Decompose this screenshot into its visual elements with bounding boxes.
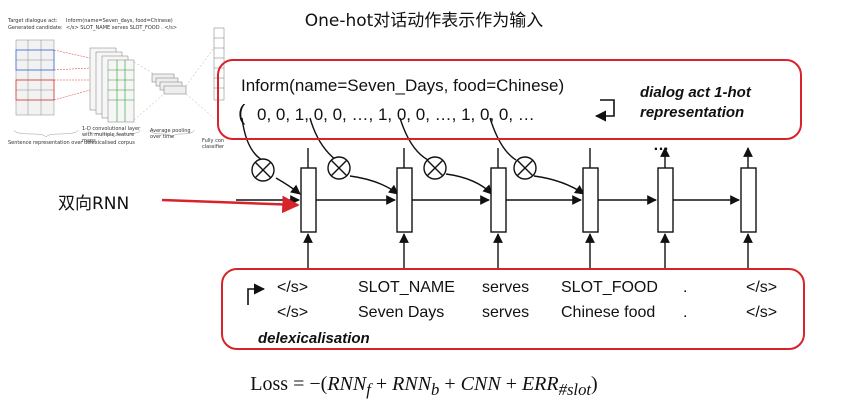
loss-term-rnn-b: RNN [392, 373, 432, 395]
loss-formula: Loss = −(RNNf + RNNb + CNN + ERR#slot) [0, 373, 848, 400]
token-row1-5: . [683, 279, 688, 296]
dialog-act-note-2: representation [640, 104, 745, 121]
rnn-cells [300, 167, 757, 233]
cnn-header-2: Generated candidate: [8, 25, 63, 31]
birnn-pointer-arrow [161, 195, 300, 214]
token-row2-5: . [683, 304, 688, 321]
birnn-label: 双向RNN [58, 194, 130, 214]
rnn-cell-1 [300, 167, 317, 233]
onehot-return-arrow [594, 99, 615, 122]
token-row1-1: </s> [277, 279, 309, 296]
dialog-act-box [217, 59, 802, 140]
loss-term-err: ERR [521, 373, 559, 395]
token-row2-2: Seven Days [358, 304, 445, 321]
token-row2-6: </s> [746, 304, 778, 321]
token-row2-1: </s> [277, 304, 309, 321]
output-arrows [307, 147, 753, 168]
sequence-ellipsis: … [653, 137, 669, 154]
dialog-act-note-1: dialog act 1-hot [640, 84, 751, 101]
delex-label: delexicalisation [258, 330, 370, 347]
rnn-cell-5 [657, 167, 674, 233]
input-arrows [303, 233, 753, 268]
cnn-caption-4: Fully con classifier [202, 138, 225, 150]
cnn-header-1: Target dialogue act: [8, 18, 58, 24]
token-row2-3: serves [482, 304, 530, 321]
cnn-header-1-value: Inform(name=Seven_days, food=Chinese) [66, 18, 173, 24]
rnn-cell-4 [582, 167, 599, 233]
rnn-cell-2 [396, 167, 413, 233]
loss-plus-2: + [439, 373, 461, 395]
token-row1-2: SLOT_NAME [358, 279, 455, 296]
token-row1-3: serves [482, 279, 530, 296]
loss-term-rnn-f: RNN [327, 373, 367, 395]
loss-suffix: ) [591, 373, 598, 395]
token-row1-6: </s> [746, 279, 778, 296]
token-row2-4: Chinese food [561, 304, 656, 321]
cnn-header-2-value: </s> SLOT_NAME serves SLOT_FOOD . </s> [66, 25, 178, 31]
gate-otimes-3 [423, 156, 447, 180]
page-title: One-hot对话动作表示作为输入 [304, 11, 544, 31]
gate-otimes-1 [251, 158, 275, 182]
rnn-cell-3 [490, 167, 507, 233]
cnn-caption-3: Average pooling over time [150, 128, 191, 140]
gate-otimes-2 [327, 156, 351, 180]
inform-text: Inform(name=Seven_Days, food=Chinese) [241, 76, 565, 95]
onehot-open-bracket: ( [238, 100, 246, 125]
loss-term-err-sub: #slot [558, 380, 592, 399]
dialog-act-flow-curves [241, 117, 585, 195]
loss-plus-3: + [500, 373, 522, 395]
onehot-vector: 0, 0, 1, 0, 0, …, 1, 0, 0, …, 1, 0, 0, … [257, 105, 535, 124]
cnn-caption-1: Sentence representation over delexicalis… [8, 140, 135, 146]
cnn-inset-figure: Target dialogue act: Inform(name=Seven_d… [4, 18, 226, 153]
cnn-inset-drawing [13, 27, 225, 138]
loss-term-rnn-f-sub: f [366, 380, 371, 399]
token-row1-4: SLOT_FOOD [561, 279, 658, 296]
loss-term-rnn-b-sub: b [431, 380, 440, 399]
rnn-cell-6 [740, 167, 757, 233]
cnn-caption-2: 1-D convolutional layer with multiple fe… [82, 126, 141, 144]
token-box [221, 268, 805, 350]
gate-otimes-4 [513, 156, 537, 180]
token-start-arrow [247, 283, 266, 305]
loss-prefix: Loss = −( [250, 373, 328, 395]
loss-term-cnn: CNN [460, 373, 501, 395]
gate-symbols [251, 156, 537, 182]
loss-plus-1: + [370, 373, 393, 395]
